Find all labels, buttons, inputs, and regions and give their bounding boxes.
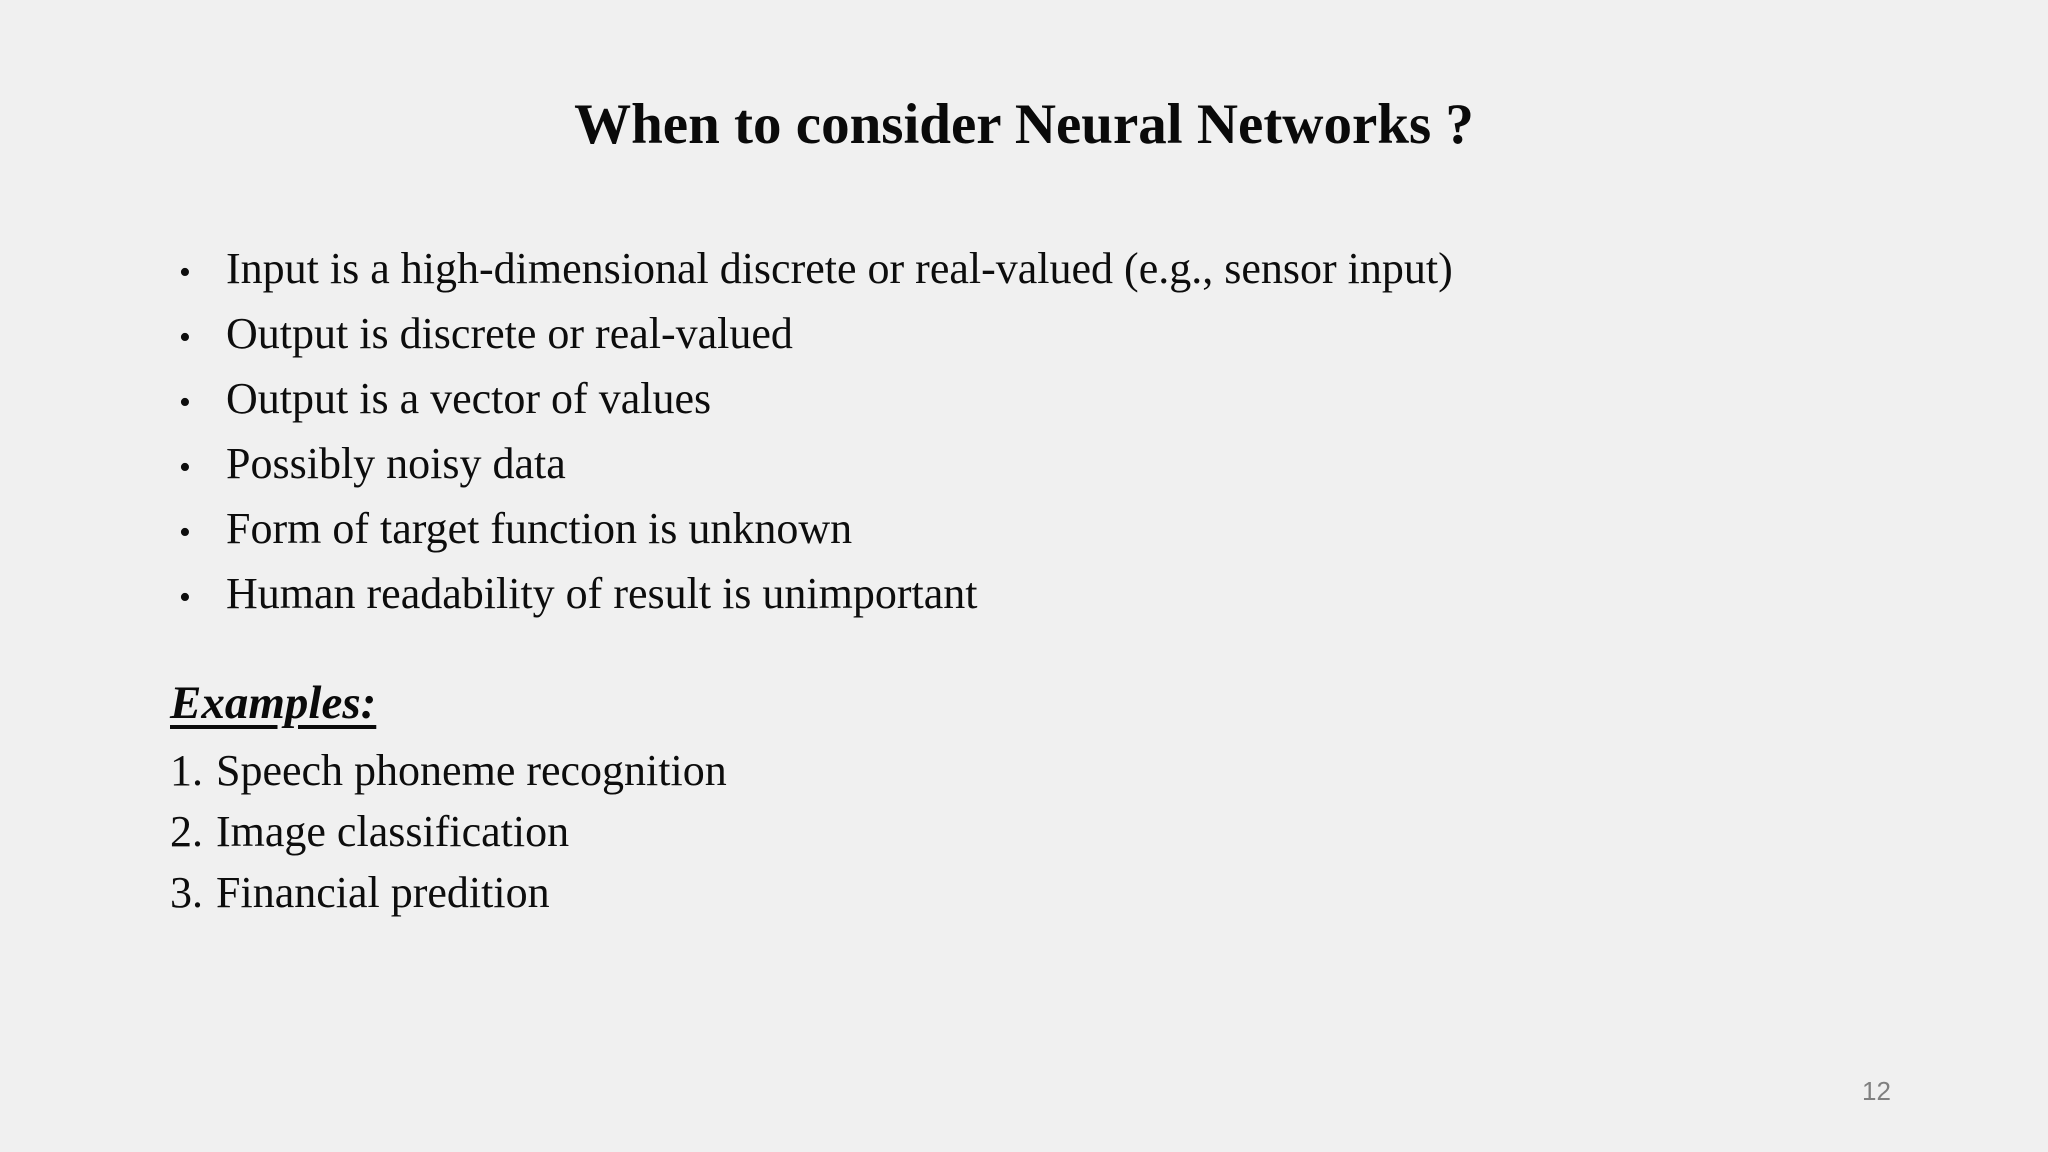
- bullet-text: Form of target function is unknown: [226, 504, 853, 553]
- bullet-item: • Form of target function is unknown: [179, 498, 1453, 563]
- bullet-item: • Possibly noisy data: [179, 433, 1453, 498]
- examples-list: 1. Speech phoneme recognition 2. Image cla…: [170, 740, 727, 923]
- bullet-list: • Input is a high-dimensional discrete or…: [179, 238, 1453, 628]
- example-number: 3.: [170, 868, 203, 917]
- example-text: Financial predition: [216, 868, 550, 917]
- bullet-glyph: •: [179, 319, 191, 356]
- bullet-text: Output is discrete or real-valued: [226, 309, 793, 358]
- page-number: 12: [1862, 1076, 1891, 1106]
- bullet-item: • Human readability of result is unimport…: [179, 563, 1453, 628]
- example-number: 2.: [170, 807, 203, 856]
- bullet-glyph: •: [179, 254, 191, 291]
- bullet-glyph: •: [179, 449, 191, 486]
- bullet-item: • Output is discrete or real-valued: [179, 303, 1453, 368]
- bullet-item: • Output is a vector of values: [179, 368, 1453, 433]
- example-text: Image classification: [216, 807, 570, 856]
- bullet-glyph: •: [179, 579, 191, 616]
- example-number: 1.: [170, 746, 203, 795]
- slide-title: When to consider Neural Networks ?: [574, 93, 1474, 156]
- bullet-text: Input is a high-dimensional discrete or …: [226, 244, 1453, 293]
- bullet-item: • Input is a high-dimensional discrete or…: [179, 238, 1453, 303]
- bullet-glyph: •: [179, 384, 191, 421]
- example-text: Speech phoneme recognition: [216, 746, 727, 795]
- bullet-glyph: •: [179, 514, 191, 551]
- example-item: 3. Financial predition: [170, 862, 727, 923]
- bullet-text: Human readability of result is unimporta…: [226, 569, 978, 618]
- bullet-text: Output is a vector of values: [226, 374, 712, 423]
- example-item: 1. Speech phoneme recognition: [170, 740, 727, 801]
- examples-heading: Examples:: [170, 677, 377, 729]
- bullet-text: Possibly noisy data: [226, 439, 566, 488]
- example-item: 2. Image classification: [170, 801, 727, 862]
